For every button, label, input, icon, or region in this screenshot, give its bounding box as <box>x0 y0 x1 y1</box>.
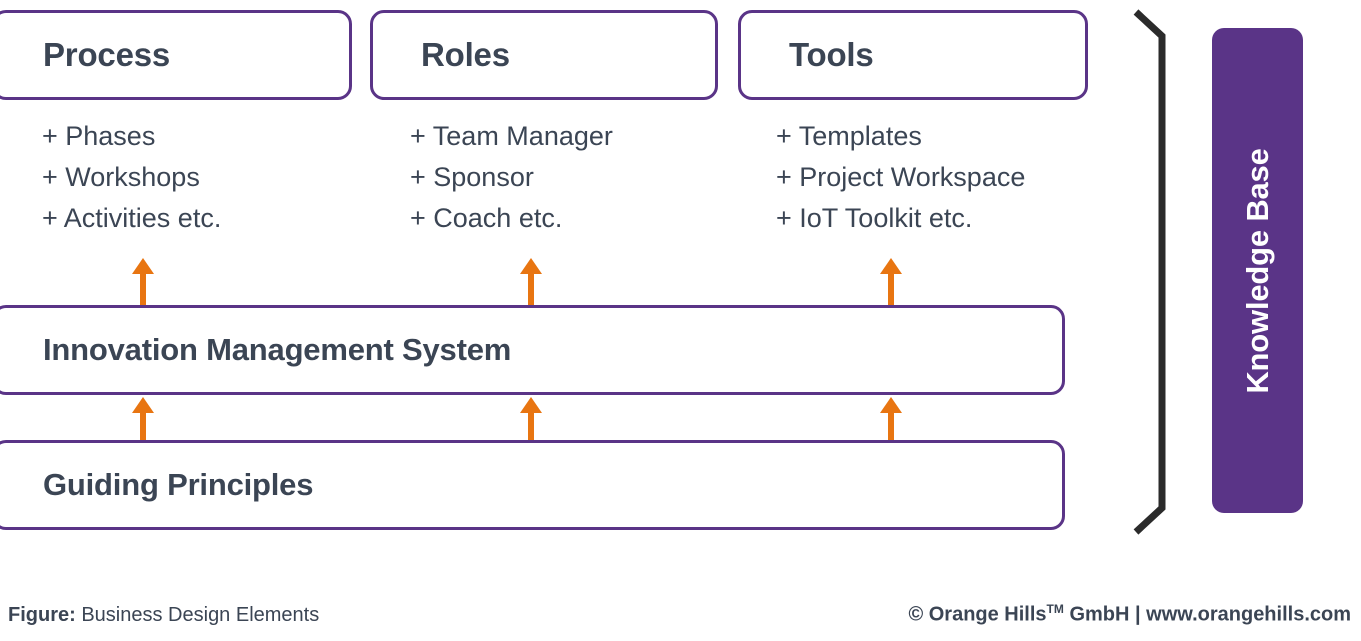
layer-title-base: Guiding Principles <box>43 467 314 502</box>
list-item: + Workshops <box>42 162 200 192</box>
list-item: + Phases <box>42 121 156 151</box>
arrow-up-icon <box>520 397 542 442</box>
layer-title-middle: Innovation Management System <box>43 332 512 367</box>
list-item: + Activities etc. <box>42 203 222 233</box>
layer-card-guiding-principles[interactable]: Guiding Principles <box>0 440 1065 530</box>
list-item: + Team Manager <box>410 121 613 151</box>
category-title-process: Process <box>43 36 171 73</box>
figure-caption-text: Business Design Elements <box>81 604 320 626</box>
copyright-suffix: GmbH | www.orangehills.com <box>1069 604 1351 626</box>
category-card-roles[interactable]: Roles <box>370 10 718 100</box>
arrow-head <box>132 258 154 274</box>
arrow-head <box>132 397 154 413</box>
category-title-roles: Roles <box>421 36 510 73</box>
arrow-head <box>520 258 542 274</box>
arrow-shaft <box>528 407 534 442</box>
copyright-notice: © Orange HillsTM GmbH | www.orangehills.… <box>908 602 1351 627</box>
list-item: + Project Workspace <box>776 162 1026 192</box>
category-card-tools[interactable]: Tools <box>738 10 1088 100</box>
knowledge-base-panel[interactable]: Knowledge Base <box>1212 28 1303 513</box>
arrow-up-icon <box>132 258 154 307</box>
arrow-head <box>520 397 542 413</box>
arrow-shaft <box>140 268 146 307</box>
arrow-up-icon <box>880 258 902 307</box>
arrow-up-icon <box>880 397 902 442</box>
arrow-shaft <box>528 268 534 307</box>
list-item: + Templates <box>776 121 922 151</box>
arrow-shaft <box>888 268 894 307</box>
arrow-head <box>880 258 902 274</box>
list-item: + IoT Toolkit etc. <box>776 203 973 233</box>
list-item: + Coach etc. <box>410 203 563 233</box>
category-card-process[interactable]: Process <box>0 10 352 100</box>
bullet-list-tools: + Templates + Project Workspace + IoT To… <box>776 116 1025 239</box>
figure-label: Figure: <box>8 604 76 626</box>
bullet-list-process: + Phases + Workshops + Activities etc. <box>42 116 221 239</box>
arrow-head <box>880 397 902 413</box>
list-item: + Sponsor <box>410 162 534 192</box>
category-title-tools: Tools <box>789 36 874 73</box>
trademark-symbol: TM <box>1046 602 1064 617</box>
arrow-shaft <box>140 407 146 442</box>
knowledge-base-label: Knowledge Base <box>1239 147 1275 394</box>
arrow-up-icon <box>132 397 154 442</box>
layer-card-innovation-management-system[interactable]: Innovation Management System <box>0 305 1065 395</box>
arrow-up-icon <box>520 258 542 307</box>
bullet-list-roles: + Team Manager + Sponsor + Coach etc. <box>410 116 613 239</box>
copyright-prefix: © Orange Hills <box>908 604 1047 626</box>
right-bracket-icon <box>1133 9 1166 535</box>
figure-caption: Figure: Business Design Elements <box>8 604 319 627</box>
arrow-shaft <box>888 407 894 442</box>
